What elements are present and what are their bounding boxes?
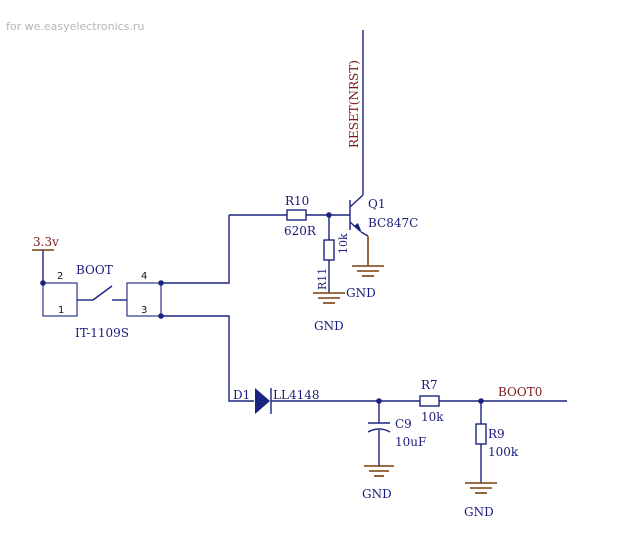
r7-body <box>419 395 440 407</box>
vcc-supply: 3.3v <box>32 235 59 283</box>
r9-ground-label: GND <box>464 505 494 519</box>
c9-ground: GND <box>362 465 394 501</box>
switch-pin2-junction <box>40 280 46 286</box>
transistor-q1: Q1 BC847C <box>349 194 418 237</box>
resistor-r10: R10 620R <box>229 194 350 238</box>
r11-value: 10k <box>337 233 350 254</box>
q1-part: BC847C <box>368 216 418 230</box>
switch-right-pad <box>126 282 162 317</box>
capacitor-c9: C9 10uF <box>367 401 426 466</box>
r9-ref: R9 <box>488 427 505 441</box>
switch-lever <box>92 285 113 301</box>
r11-ground: GND <box>313 292 345 333</box>
r9-body <box>475 423 487 445</box>
r9-ground: GND <box>464 482 497 519</box>
vcc-label: 3.3v <box>33 235 59 249</box>
q1-ground: GND <box>346 236 384 300</box>
d1-ref: D1 <box>233 388 250 402</box>
reset-net: RESET(NRST) <box>347 30 364 195</box>
switch-pin-4: 4 <box>141 271 147 282</box>
r11-body <box>323 239 335 261</box>
d1-part: LL4148 <box>273 388 319 402</box>
resistor-r7: R7 10k <box>419 378 567 424</box>
switch-pin-1: 1 <box>58 305 64 316</box>
switch-name: BOOT <box>76 263 113 277</box>
switch-pin-2: 2 <box>57 271 63 282</box>
watermark: for we.easyelectronics.ru <box>6 20 144 33</box>
q1-ref: Q1 <box>368 197 385 211</box>
diode-d1: D1 LL4148 <box>233 388 319 414</box>
resistor-r11: R11 10k <box>316 215 350 293</box>
q1-collector <box>349 194 364 208</box>
switch-part: IT-1109S <box>75 326 129 340</box>
resistor-r9: R9 100k <box>475 401 519 483</box>
r10-body <box>286 209 307 221</box>
c9-value: 10uF <box>395 435 426 449</box>
c9-ground-label: GND <box>362 487 392 501</box>
switch-pin-3: 3 <box>141 305 147 316</box>
switch-to-diode-wire <box>161 315 254 402</box>
boot0-net-label: BOOT0 <box>498 385 542 399</box>
r9-value: 100k <box>488 445 519 459</box>
r7-value: 10k <box>421 410 444 424</box>
r11-ref: R11 <box>316 268 329 290</box>
r10-value: 620R <box>284 224 317 238</box>
r7-ref: R7 <box>421 378 438 392</box>
r10-ref: R10 <box>285 194 309 208</box>
switch-to-r10-wire <box>161 215 230 284</box>
boot-switch: 2 1 4 3 BOOT IT-1109S <box>40 263 164 340</box>
r11-ground-label: GND <box>314 319 344 333</box>
q1-emitter-lead <box>360 231 369 237</box>
reset-net-label: RESET(NRST) <box>347 60 361 148</box>
c9-ref: C9 <box>395 417 412 431</box>
d1-body <box>255 388 270 414</box>
c9-bottom-plate <box>367 428 391 433</box>
q1-emitter-arrow <box>354 223 362 233</box>
q1-ground-label: GND <box>346 286 376 300</box>
